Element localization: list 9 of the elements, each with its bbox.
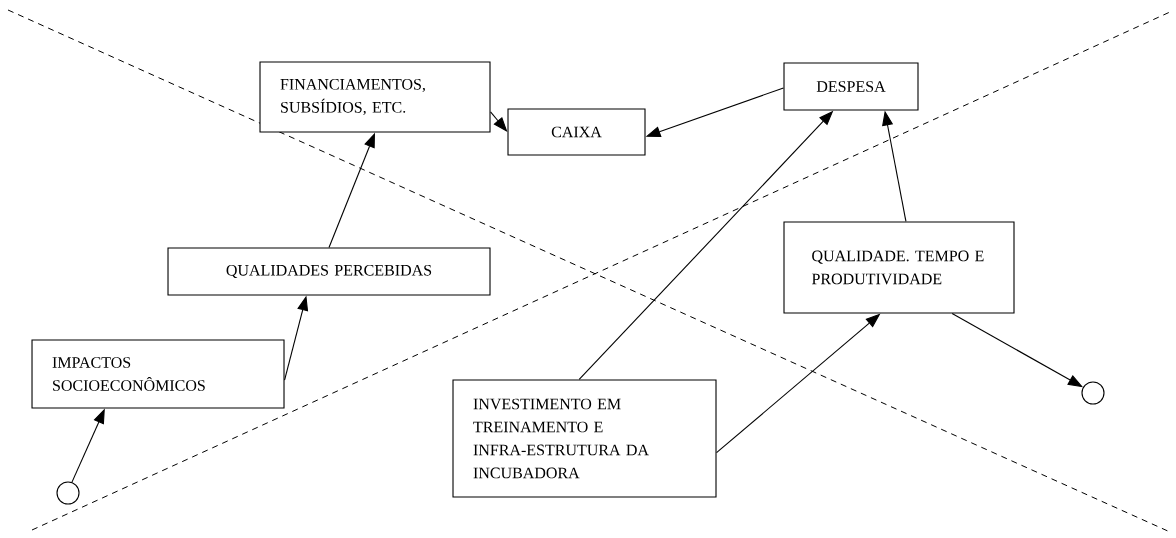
text-box: DESPESA: [783, 62, 919, 111]
text-box: QUALIDADES PERCEBIDAS: [167, 247, 491, 296]
text-box: CAIXA: [507, 108, 646, 156]
text-box: IMPACTOS SOCIOECONÔMICOS: [31, 339, 285, 409]
text-box: QUALIDADE. TEMPO E PRODUTIVIDADE: [783, 221, 1015, 314]
text-box: INVESTIMENTO EM TREINAMENTO E INFRA-ESTRUTURA DA INCUBADORA: [452, 379, 717, 498]
empty-circle: [56, 481, 80, 505]
empty-circle: [1081, 381, 1105, 405]
text-box: FINANCIAMENTOS, SUBSÍDIOS, ETC.: [259, 61, 491, 133]
